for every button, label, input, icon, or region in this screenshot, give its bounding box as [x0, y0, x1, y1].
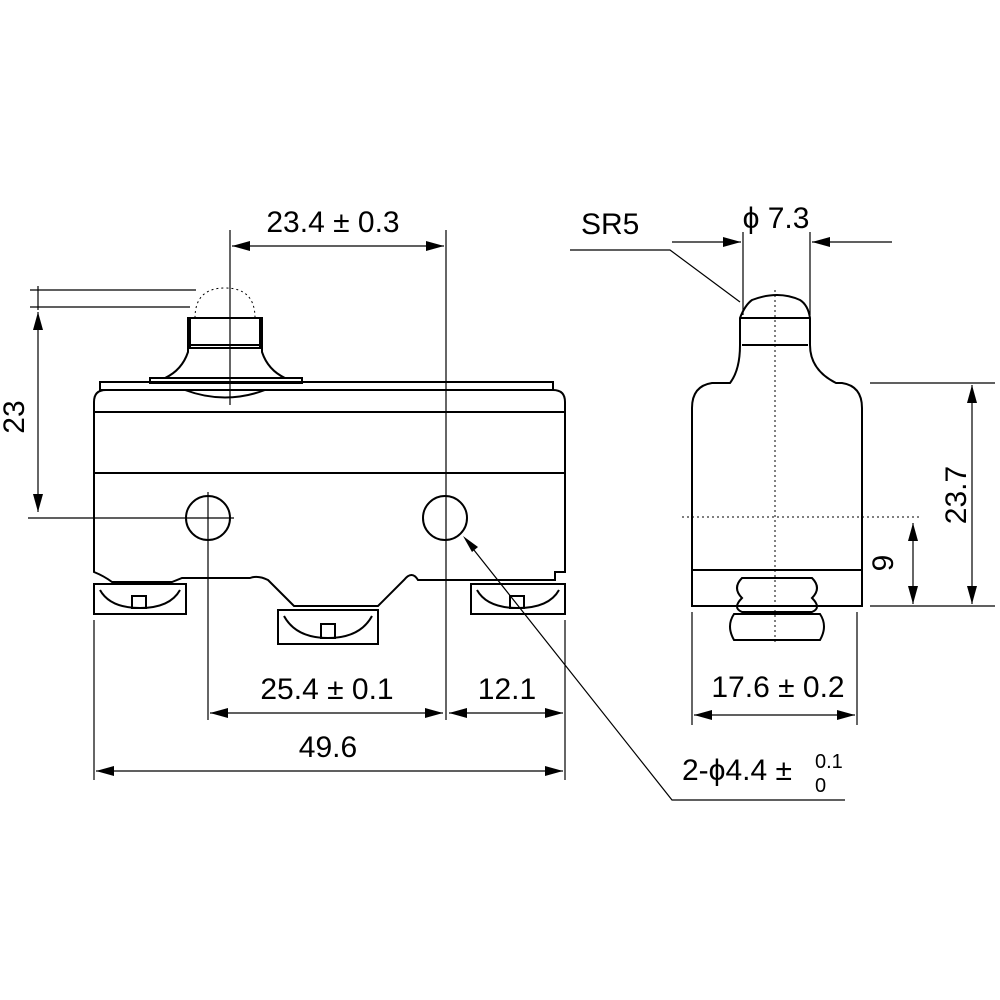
hole-tol-lower: 0 — [815, 775, 826, 797]
dim-radius: SR5 — [581, 208, 639, 241]
arrow-plunger-dia-right — [812, 237, 830, 247]
arrow-hole-height-bottom — [908, 586, 918, 604]
arrow-body-width-left — [694, 710, 712, 720]
front-view: 23.4 ± 0.3 23 25.4 ± 0.1 12.1 49.6 2-ϕ4.… — [0, 206, 845, 801]
arrow-hole-callout — [463, 536, 478, 552]
dim-hole-height: 9 — [867, 555, 900, 572]
arrow-plunger-dia-left — [723, 237, 741, 247]
arrow-height-top — [33, 312, 43, 330]
arrow-height-bottom — [33, 494, 43, 512]
front-body-outline — [93, 389, 566, 607]
side-body-outline — [691, 294, 863, 607]
dim-plunger-dia: ϕ 7.3 — [743, 202, 810, 235]
arrow-total-length-right — [545, 766, 563, 776]
dim-total-length: 49.6 — [299, 731, 357, 764]
front-plunger-tip — [189, 317, 261, 349]
arrow-body-height-bottom — [967, 586, 977, 604]
leader-sr5 — [570, 249, 741, 303]
side-view: ϕ 7.3 SR5 23.7 9 17.6 ± 0.2 — [570, 202, 995, 725]
dim-hole-pitch: 25.4 ± 0.1 — [260, 673, 393, 706]
arrow-hole-height-top — [908, 523, 918, 541]
arrow-total-length-left — [96, 766, 114, 776]
arrow-hole-pitch-right — [425, 708, 443, 718]
arrow-hole-pitch-left — [210, 708, 228, 718]
dim-body-width: 17.6 ± 0.2 — [711, 671, 844, 704]
dim-body-height: 23.7 — [940, 466, 973, 524]
arrow-actuator-offset-right — [426, 241, 444, 251]
front-terminal-center — [277, 609, 379, 645]
side-terminal — [729, 577, 825, 641]
arrow-body-width-right — [837, 710, 855, 720]
dim-height: 23 — [0, 400, 31, 433]
front-mounting-hole-right — [422, 495, 468, 541]
arrow-actuator-offset-left — [232, 241, 250, 251]
front-plunger-dome — [194, 287, 256, 319]
front-terminal-right — [470, 583, 566, 615]
hole-callout-main: 2-ϕ4.4 ± — [682, 754, 792, 787]
front-terminal-left — [93, 583, 187, 615]
front-actuator-mount — [149, 377, 303, 384]
front-plunger-underside — [184, 389, 266, 399]
arrow-body-height-top — [967, 385, 977, 403]
arrow-hole-to-edge-left — [449, 708, 467, 718]
dim-actuator-offset: 23.4 ± 0.3 — [266, 206, 399, 239]
front-top-plate — [99, 381, 554, 391]
dim-hole-to-edge: 12.1 — [478, 673, 536, 706]
arrow-hole-to-edge-right — [545, 708, 563, 718]
leader-hole-callout — [465, 539, 845, 801]
hole-tol-upper: 0.1 — [815, 751, 843, 773]
